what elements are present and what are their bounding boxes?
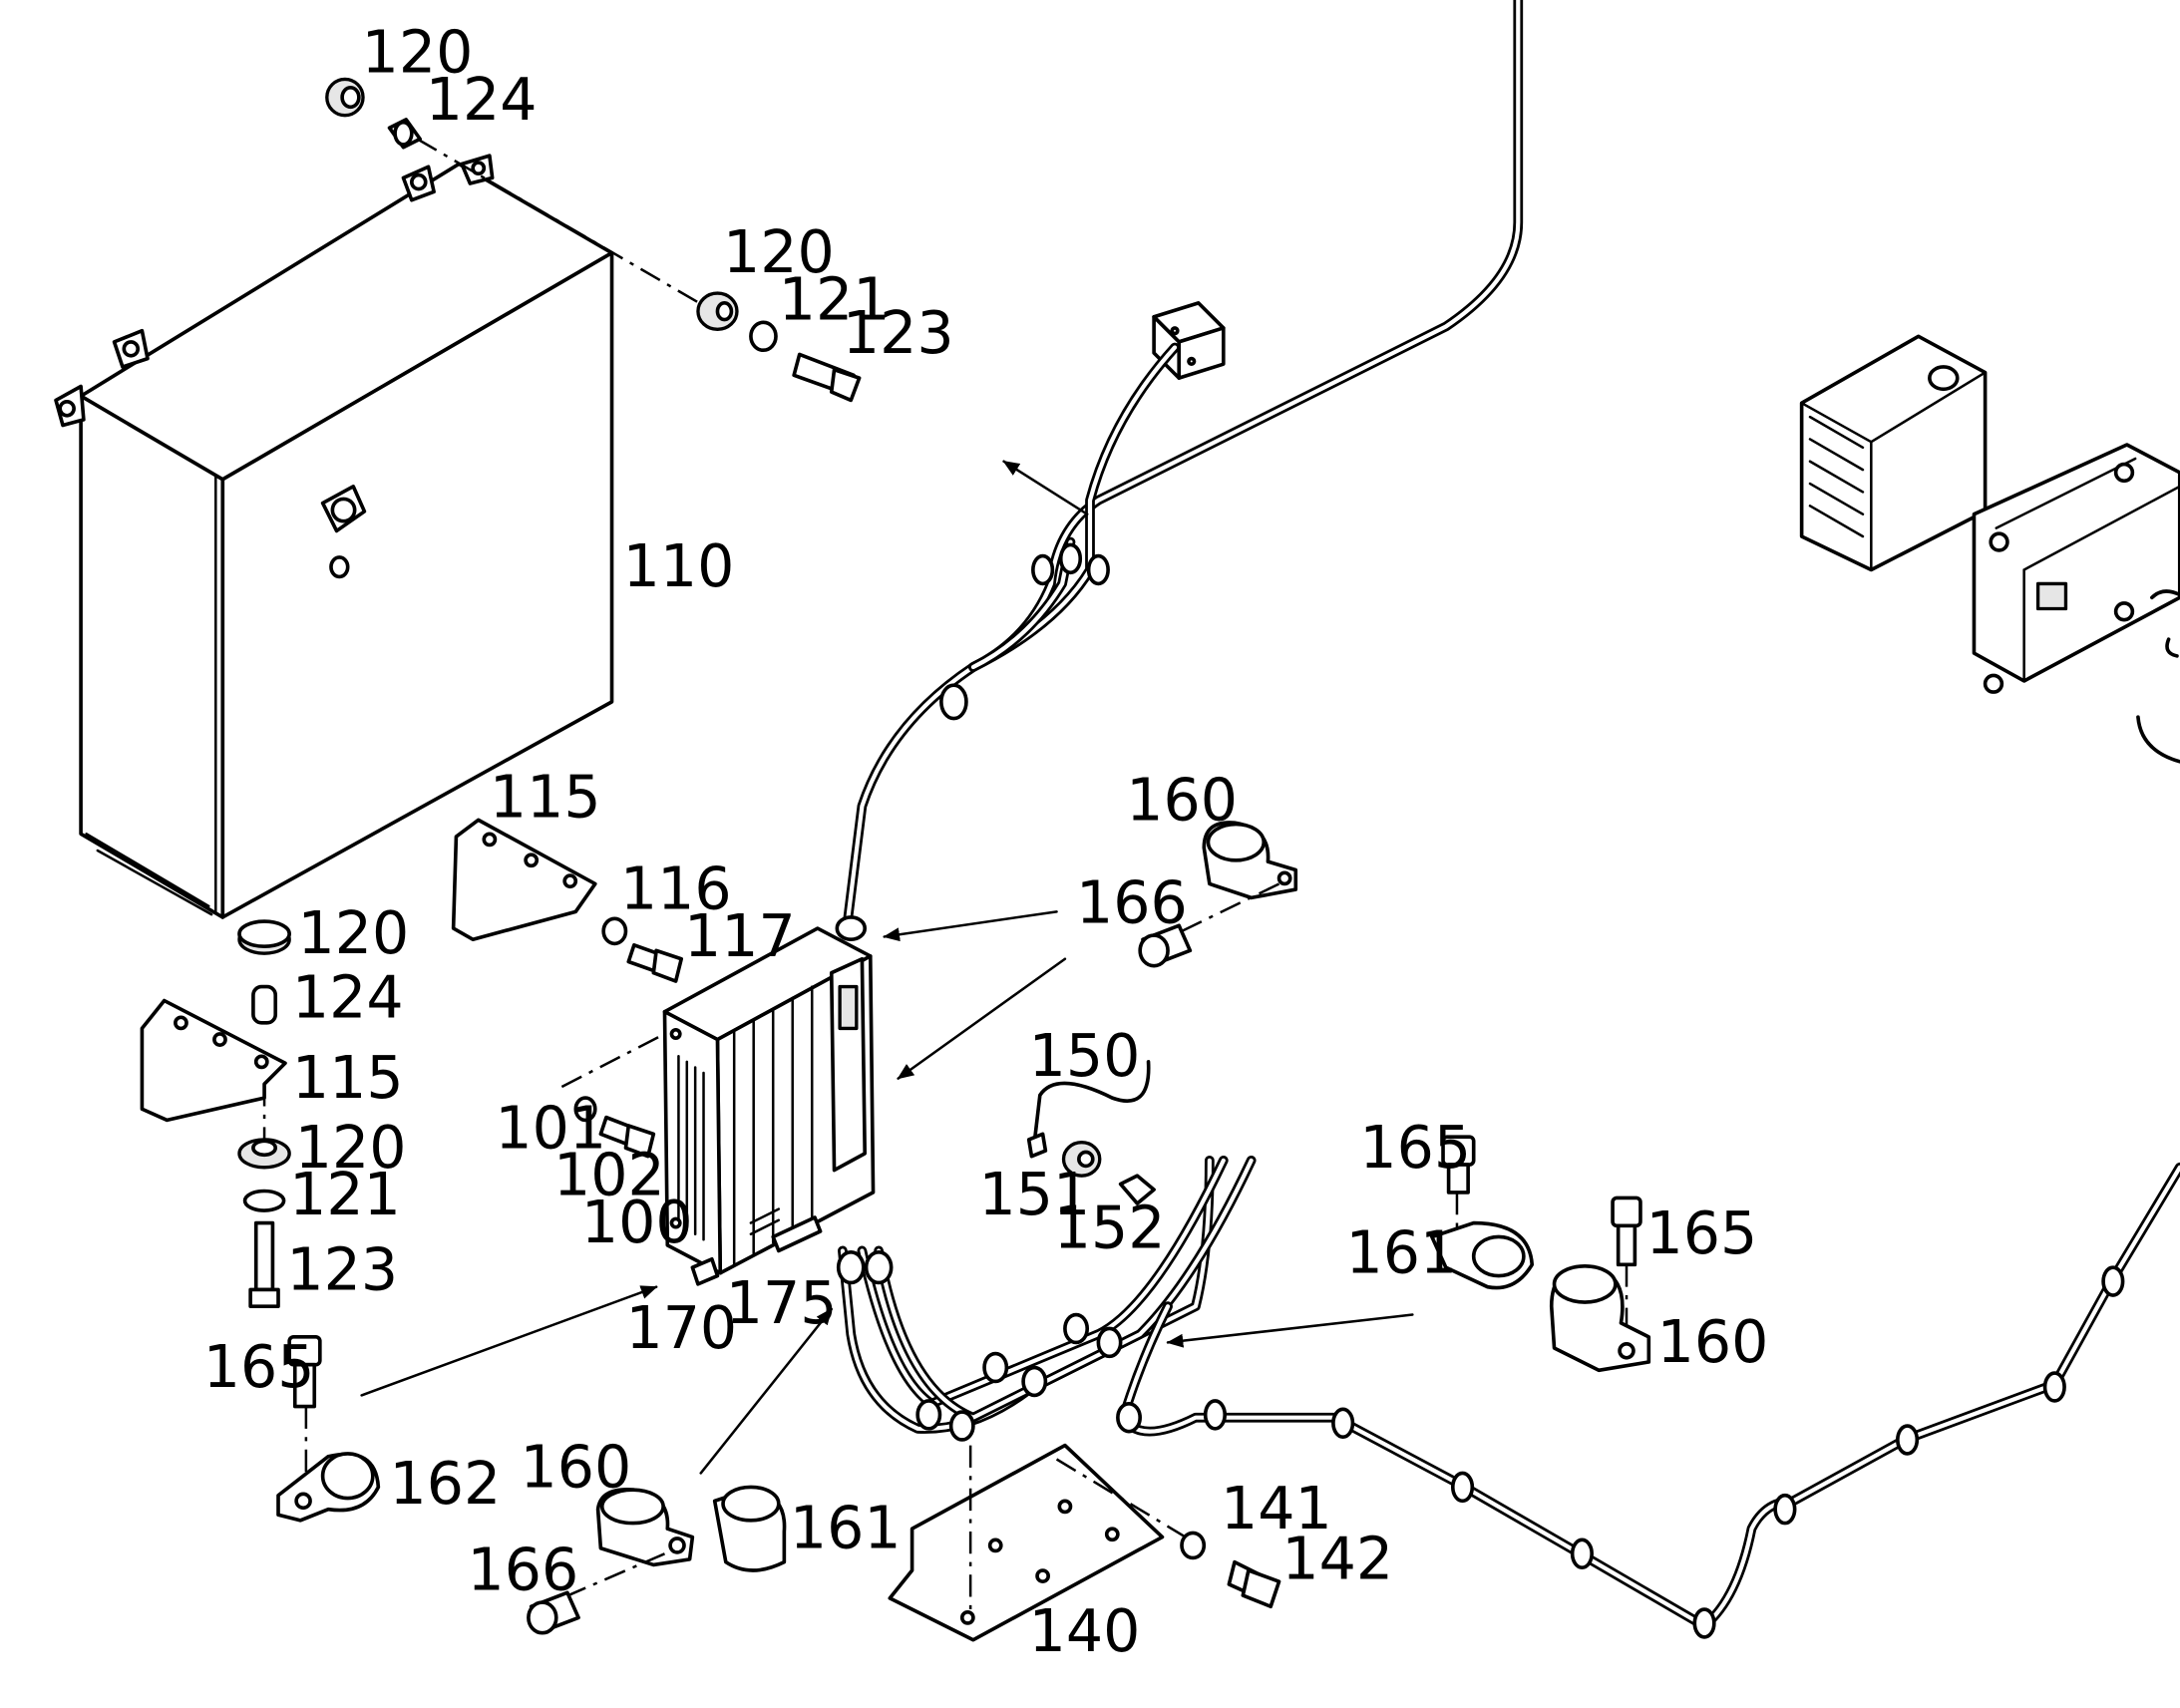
label-160: 160 [1657,1308,1769,1376]
label-141: 141 [1221,1475,1332,1542]
label-170: 170 [625,1294,737,1362]
clamps [276,821,1651,1635]
label-120: 120 [295,1114,407,1182]
label-123: 123 [286,1235,398,1303]
label-165: 165 [1646,1199,1758,1267]
hardware-left-stack [140,919,291,1308]
label-121: 121 [779,266,891,334]
label-120: 120 [723,218,835,286]
label-120: 120 [362,18,474,86]
enclosure-110 [54,154,614,919]
label-142: 142 [1281,1525,1393,1592]
part-labels: 120 124 120 121 123 110 115 116 117 160 … [203,18,1769,1664]
label-165: 165 [1359,1114,1471,1182]
junction-box [1152,301,1226,380]
control-module [1799,334,2180,764]
label-116: 116 [620,855,732,923]
label-102: 102 [553,1142,665,1209]
label-124: 124 [292,963,404,1031]
hardware-top [325,77,862,403]
leader-arrows [360,460,1414,1475]
ground-strap-150 [1026,1060,1156,1205]
label-151: 151 [978,1161,1090,1228]
label-123: 123 [843,299,954,367]
label-166: 166 [1076,868,1188,936]
label-101: 101 [495,1094,606,1162]
label-161: 161 [1345,1219,1457,1287]
label-117: 117 [684,902,796,970]
cables [835,0,2180,1639]
label-152: 152 [1054,1195,1166,1262]
label-160: 160 [1126,766,1238,834]
label-110: 110 [623,532,735,600]
label-175: 175 [726,1269,838,1337]
label-121: 121 [289,1161,401,1228]
label-165: 165 [203,1333,315,1401]
label-160: 160 [521,1433,632,1501]
label-120: 120 [298,899,410,967]
bracket-115-upper [451,818,684,983]
label-124: 124 [426,66,538,134]
bracket-140 [888,1443,1281,1642]
label-100: 100 [581,1189,693,1256]
drive-unit-100 [560,926,876,1286]
label-115: 115 [490,764,601,832]
label-150: 150 [1029,1022,1141,1090]
label-161: 161 [790,1495,902,1562]
label-115: 115 [292,1044,404,1112]
label-140: 140 [1029,1597,1141,1665]
label-162: 162 [390,1450,502,1518]
label-166: 166 [468,1537,579,1604]
